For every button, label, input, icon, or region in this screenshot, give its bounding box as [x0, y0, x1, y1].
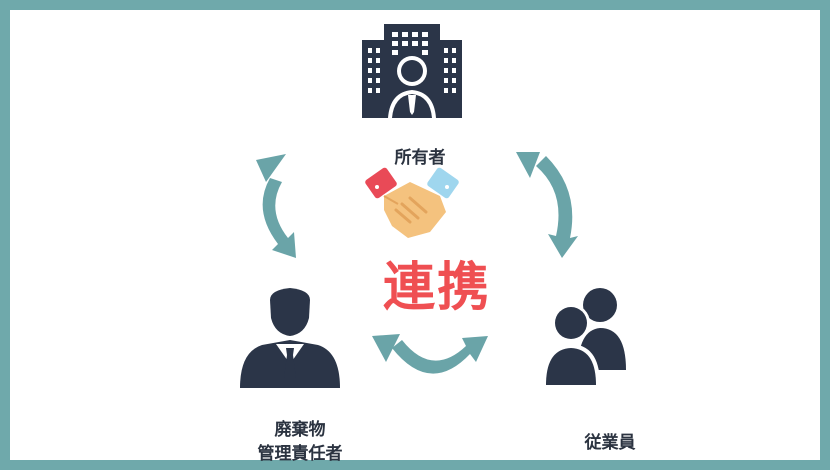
employee-label: 従業員 [584, 433, 636, 453]
collaboration-title: 連携 [382, 258, 491, 318]
owner-label: 所有者 [394, 148, 446, 168]
waste-manager-label-line2: 管理責任者 [257, 444, 343, 464]
waste-manager-label-line1: 廃棄物 [274, 420, 326, 440]
handshake-icon [365, 167, 459, 238]
cycle-arrows [256, 152, 578, 374]
waste-manager-label: 廃棄物 管理責任者 [225, 418, 375, 466]
arrow-left-cycle [262, 178, 296, 258]
diagram-graphics [240, 24, 626, 388]
arrow-bottom-cycle [392, 336, 488, 374]
arrow-right-cycle [536, 156, 578, 258]
businessman-icon [240, 288, 340, 388]
office-building-icon [362, 24, 462, 118]
group-of-people-icon [542, 288, 626, 385]
